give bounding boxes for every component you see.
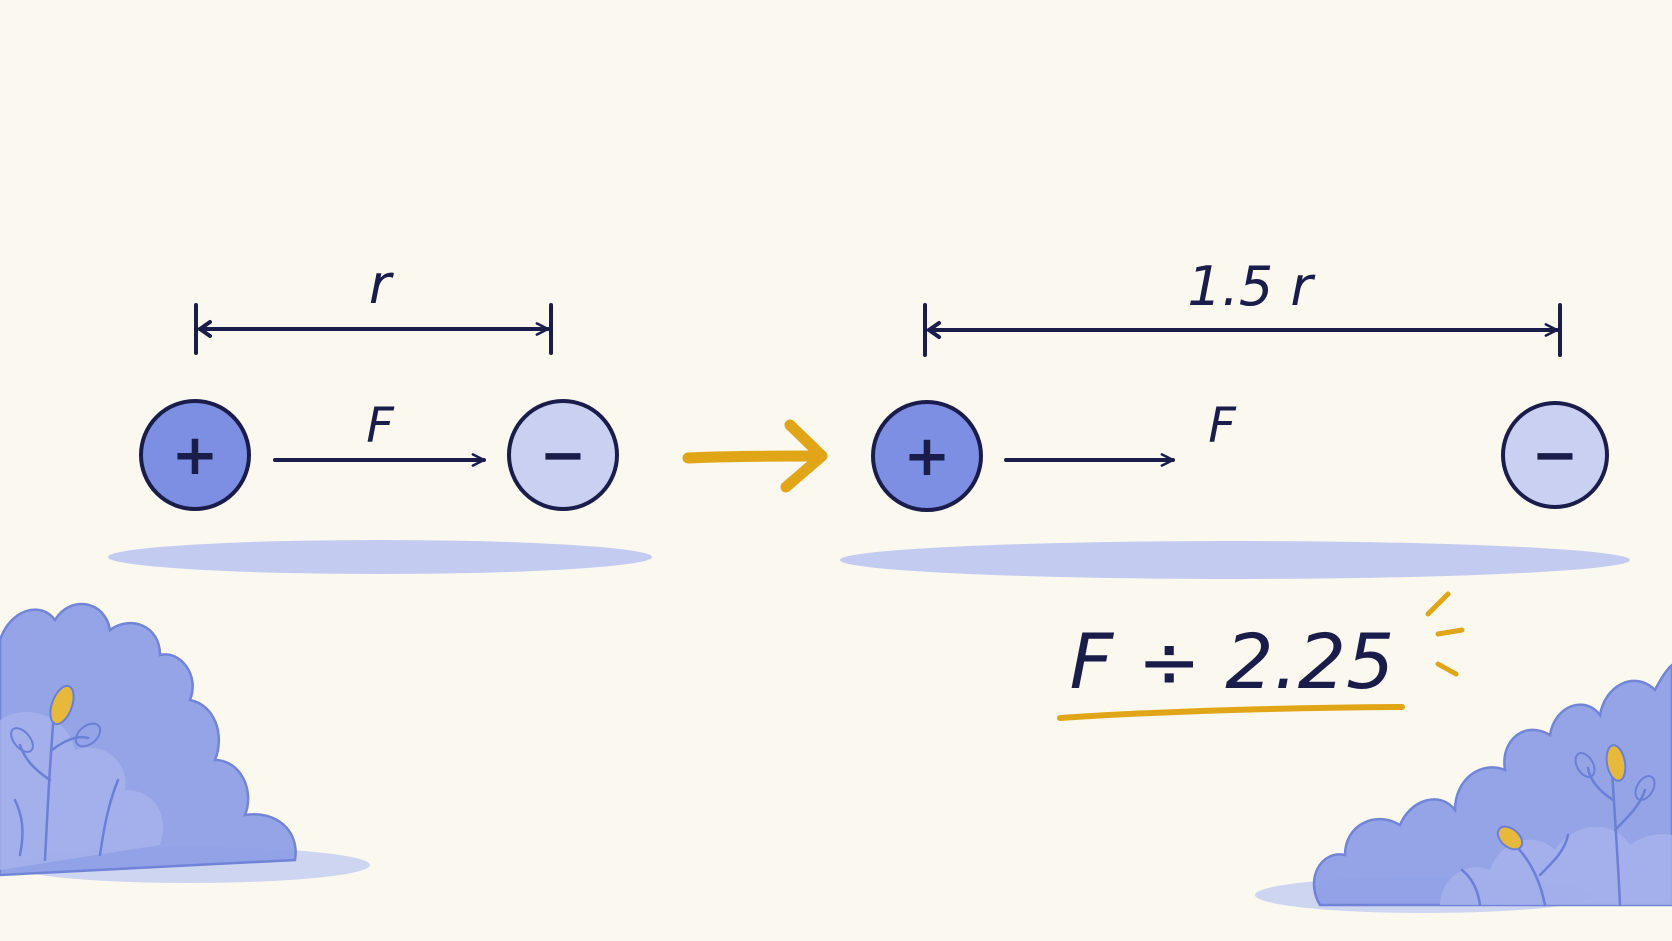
right-setup: 1.5 r + F − bbox=[840, 255, 1630, 579]
left-negative-sign: − bbox=[540, 423, 587, 488]
result-text: F ÷ 2.25 bbox=[1070, 617, 1395, 706]
right-positive-charge: + bbox=[871, 400, 983, 512]
left-distance-label: r bbox=[369, 253, 394, 316]
right-negative-sign: − bbox=[1532, 423, 1579, 488]
right-force-label: F bbox=[1208, 398, 1237, 454]
right-positive-sign: + bbox=[904, 424, 951, 489]
left-distance-bracket bbox=[194, 303, 553, 355]
left-negative-charge: − bbox=[507, 399, 619, 511]
right-arrow-icon bbox=[682, 419, 828, 493]
left-positive-charge: + bbox=[139, 399, 251, 511]
left-force-label: F bbox=[366, 398, 395, 454]
left-positive-sign: + bbox=[172, 423, 219, 488]
left-bush-illustration bbox=[0, 602, 370, 883]
right-ground-shadow bbox=[840, 541, 1630, 579]
right-distance-bracket bbox=[923, 303, 1562, 357]
sparkle-icon bbox=[1425, 591, 1465, 677]
result-expression: F ÷ 2.25 bbox=[1057, 591, 1465, 721]
right-negative-charge: − bbox=[1501, 401, 1609, 509]
right-distance-label: 1.5 r bbox=[1187, 255, 1315, 318]
left-ground-shadow bbox=[108, 540, 652, 574]
left-setup: r + F − bbox=[108, 253, 652, 574]
right-bush-illustration bbox=[1255, 663, 1672, 913]
result-underline bbox=[1057, 704, 1405, 721]
